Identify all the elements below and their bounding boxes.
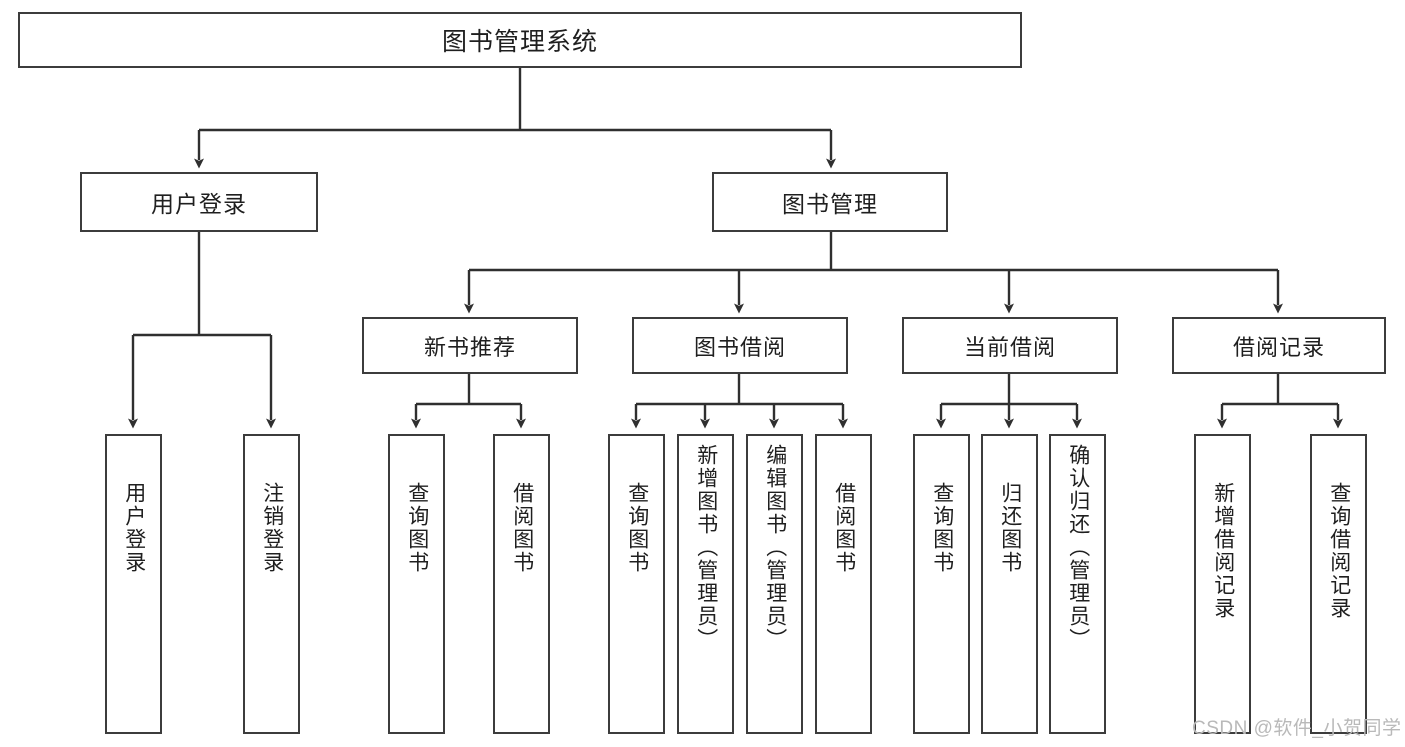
leaf-borrow-record-add-record[interactable]: 新增借阅记录 [1194, 434, 1251, 734]
leaf-label: 确认归还（管理员） [1066, 444, 1090, 651]
leaf-current-borrow-confirm-return-admin[interactable]: 确认归还（管理员） [1049, 434, 1106, 734]
leaf-book-borrow-edit-book-admin[interactable]: 编辑图书（管理员） [746, 434, 803, 734]
leaf-label: 查询图书 [405, 482, 429, 574]
leaf-new-book-borrow-book[interactable]: 借阅图书 [493, 434, 550, 734]
leaf-label: 借阅图书 [510, 482, 534, 574]
leaf-borrow-record-query-record[interactable]: 查询借阅记录 [1310, 434, 1367, 734]
leaf-current-borrow-return-book[interactable]: 归还图书 [981, 434, 1038, 734]
node-book-management[interactable]: 图书管理 [712, 172, 948, 232]
leaf-label: 编辑图书（管理员） [763, 444, 787, 651]
leaf-book-borrow-borrow-book[interactable]: 借阅图书 [815, 434, 872, 734]
csdn-watermark: CSDN @软件_小贺同学 [1192, 718, 1402, 739]
node-user-login[interactable]: 用户登录 [80, 172, 318, 232]
node-label: 新书推荐 [423, 334, 516, 360]
leaf-label: 归还图书 [998, 482, 1022, 574]
node-label: 图书管理 [782, 191, 878, 217]
node-label: 图书借阅 [693, 334, 786, 360]
leaf-label: 新增图书（管理员） [694, 444, 718, 651]
leaf-label: 用户登录 [122, 482, 146, 574]
leaf-user-login-logout[interactable]: 注销登录 [243, 434, 300, 734]
node-root-book-management-system[interactable]: 图书管理系统 [18, 12, 1022, 68]
leaf-label: 注销登录 [260, 482, 284, 574]
node-current-borrow[interactable]: 当前借阅 [902, 317, 1118, 374]
node-label: 当前借阅 [963, 334, 1056, 360]
leaf-label: 查询图书 [625, 482, 649, 574]
node-borrow-record[interactable]: 借阅记录 [1172, 317, 1386, 374]
leaf-current-borrow-query-book[interactable]: 查询图书 [913, 434, 970, 734]
node-label: 借阅记录 [1232, 334, 1325, 360]
leaf-label: 查询借阅记录 [1327, 482, 1351, 620]
node-label: 用户登录 [151, 191, 247, 217]
leaf-book-borrow-add-book-admin[interactable]: 新增图书（管理员） [677, 434, 734, 734]
leaf-label: 借阅图书 [832, 482, 856, 574]
leaf-label: 查询图书 [930, 482, 954, 574]
node-new-book-recommend[interactable]: 新书推荐 [362, 317, 578, 374]
leaf-book-borrow-query-book[interactable]: 查询图书 [608, 434, 665, 734]
leaf-label: 新增借阅记录 [1211, 482, 1235, 620]
leaf-user-login-login[interactable]: 用户登录 [105, 434, 162, 734]
node-label: 图书管理系统 [441, 28, 598, 56]
leaf-new-book-query-book[interactable]: 查询图书 [388, 434, 445, 734]
node-book-borrow[interactable]: 图书借阅 [632, 317, 848, 374]
